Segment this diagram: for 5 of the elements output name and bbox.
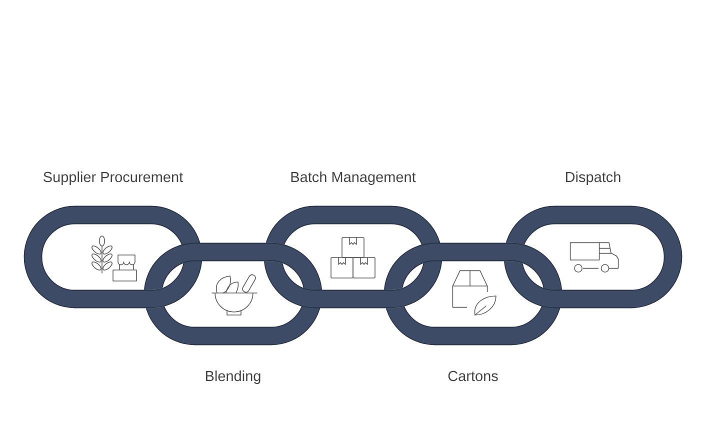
step-label: Dispatch — [566, 172, 620, 186]
step-label: Supplier Procurement — [44, 172, 183, 186]
step-label: Batch Management — [291, 172, 416, 186]
step-label: Cartons — [448, 370, 498, 382]
step-label: Blending — [206, 370, 260, 384]
